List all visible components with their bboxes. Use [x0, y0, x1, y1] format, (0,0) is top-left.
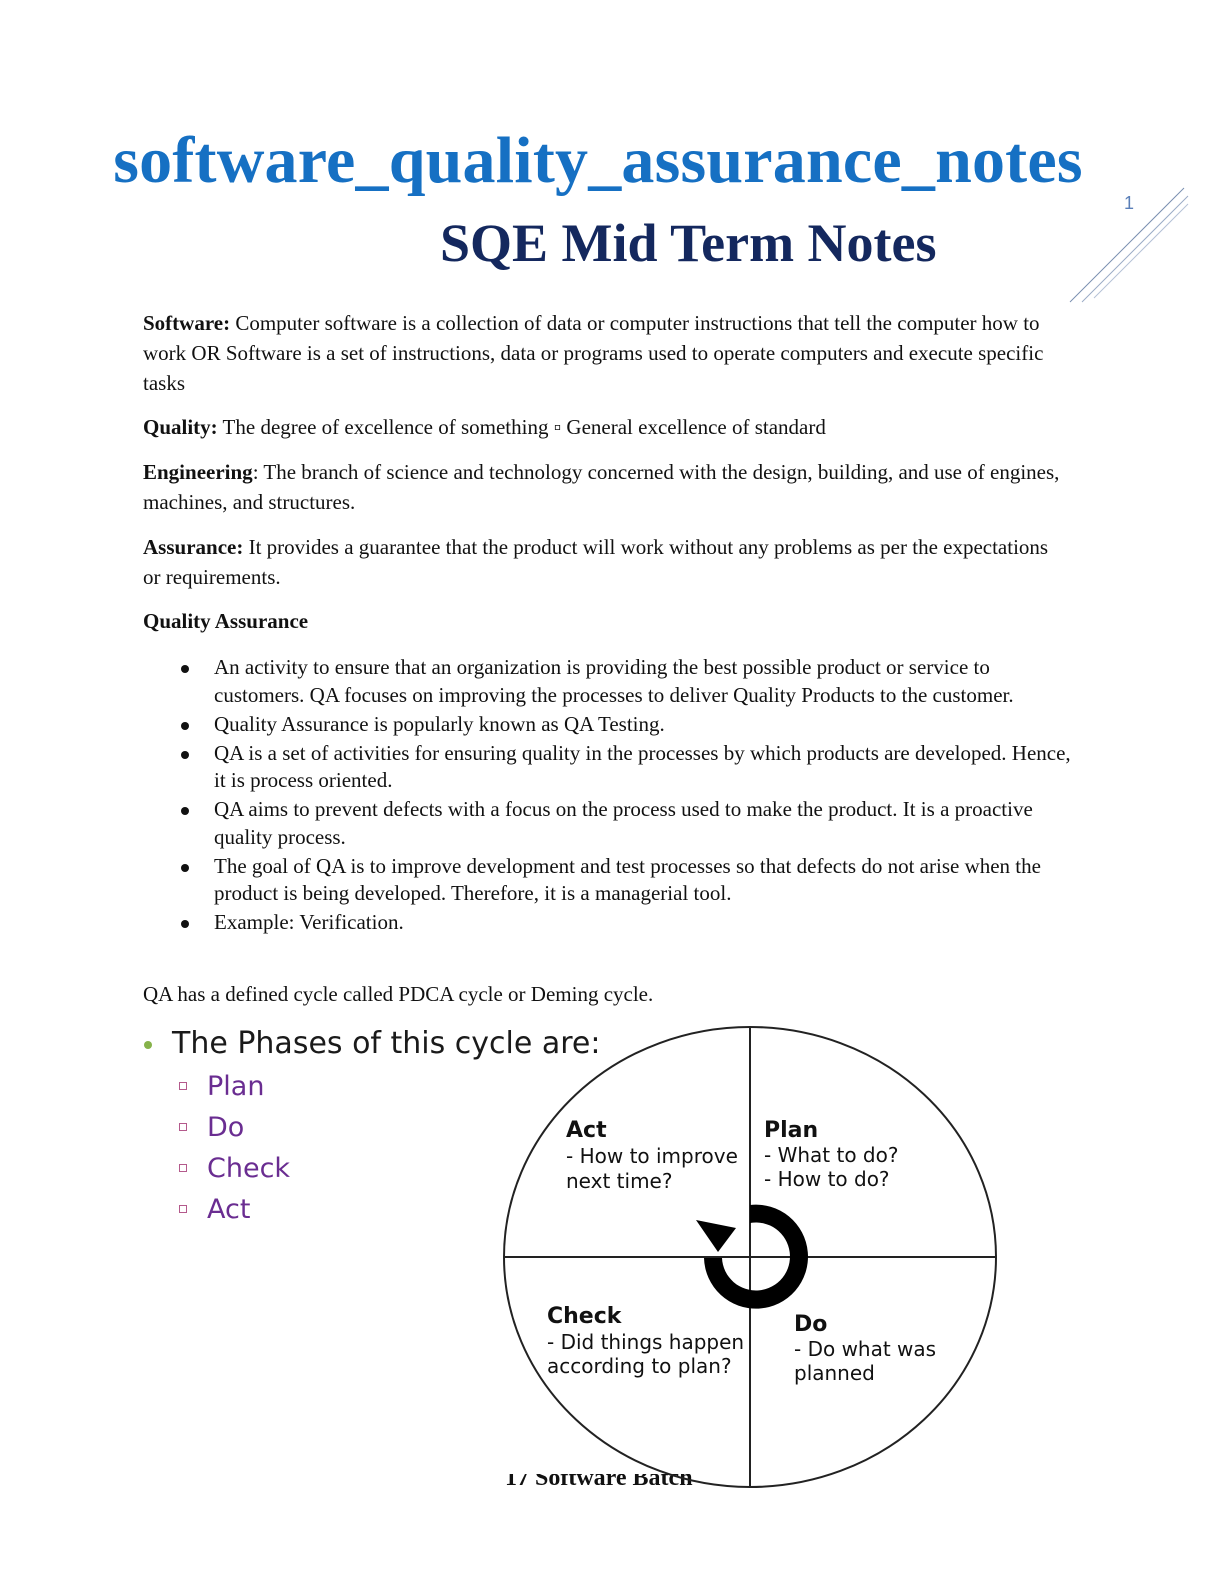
- square-bullet-icon: [179, 1123, 187, 1131]
- phases-slide: The Phases of this cycle are: Plan Do Ch…: [142, 1022, 662, 1230]
- bullet-dot-icon: [181, 863, 189, 872]
- term-label: Engineering: [143, 460, 253, 484]
- list-item: QA aims to prevent defects with a focus …: [143, 796, 1083, 851]
- list-item: QA is a set of activities for ensuring q…: [143, 740, 1083, 795]
- list-item: Example: Verification.: [143, 909, 1083, 937]
- bullet-dot-icon: [181, 750, 189, 759]
- check-title: Check: [547, 1304, 623, 1329]
- check-line-1: - Did things happen: [547, 1330, 744, 1354]
- bullet-dot-icon: [181, 807, 189, 815]
- green-bullet-icon: [144, 1041, 152, 1049]
- phases-heading: The Phases of this cycle are:: [142, 1022, 662, 1066]
- definition-text: The degree of excellence of something ▫ …: [217, 415, 826, 439]
- phase-item: Plan: [142, 1066, 662, 1107]
- list-item: The goal of QA is to improve development…: [143, 853, 1083, 908]
- phase-item: Do: [142, 1107, 662, 1148]
- page-number: 1: [1124, 193, 1135, 213]
- plan-title: Plan: [764, 1118, 818, 1143]
- corner-decoration: [1069, 187, 1189, 303]
- qa-heading: Quality Assurance: [143, 609, 309, 633]
- document-title: software_quality_assurance_notes: [113, 124, 1083, 197]
- definition-engineering: Engineering: The branch of science and t…: [143, 457, 1063, 517]
- act-line-2: next time?: [566, 1169, 672, 1193]
- phase-item: Act: [142, 1189, 662, 1230]
- document-subtitle: SQE Mid Term Notes: [440, 213, 937, 273]
- check-line-2: according to plan?: [547, 1354, 732, 1378]
- bullet-dot-icon: [181, 665, 189, 673]
- definition-assurance: Assurance: It provides a guarantee that …: [143, 532, 1063, 592]
- plan-line-2: - How to do?: [764, 1167, 890, 1191]
- act-line-1: - How to improve: [566, 1144, 738, 1168]
- square-bullet-icon: [179, 1164, 187, 1172]
- square-bullet-icon: [179, 1082, 187, 1090]
- plan-line-1: - What to do?: [764, 1143, 898, 1167]
- pdca-description: QA has a defined cycle called PDCA cycle…: [143, 982, 654, 1006]
- do-title: Do: [794, 1312, 827, 1337]
- square-bullet-icon: [179, 1205, 187, 1213]
- definition-text: Computer software is a collection of dat…: [143, 311, 1044, 395]
- bullet-dot-icon: [181, 920, 189, 928]
- definition-software: Software: Computer software is a collect…: [143, 308, 1063, 398]
- term-label: Software:: [143, 311, 231, 335]
- phases-list: Plan Do Check Act: [142, 1066, 662, 1230]
- pdca-cycle-diagram: Act - How to improve next time? Plan - W…: [503, 1026, 997, 1488]
- term-label: Assurance:: [143, 535, 244, 559]
- term-label: Quality:: [143, 415, 218, 439]
- footer-text: 17 Software Batch: [505, 1474, 693, 1491]
- definition-text: It provides a guarantee that the product…: [143, 535, 1049, 589]
- list-item: Quality Assurance is popularly known as …: [143, 711, 1083, 739]
- phase-item: Check: [142, 1148, 662, 1189]
- act-title: Act: [566, 1118, 607, 1143]
- bullet-dot-icon: [181, 721, 189, 730]
- definition-quality: Quality: The degree of excellence of som…: [143, 412, 1063, 442]
- do-line-2: planned: [794, 1361, 875, 1385]
- definition-text: : The branch of science and technology c…: [143, 460, 1060, 514]
- list-item: An activity to ensure that an organizati…: [143, 654, 1083, 709]
- cycle-arrow-icon: [696, 1204, 808, 1309]
- qa-bullet-list: An activity to ensure that an organizati…: [143, 654, 1083, 938]
- do-line-1: - Do what was: [794, 1337, 936, 1361]
